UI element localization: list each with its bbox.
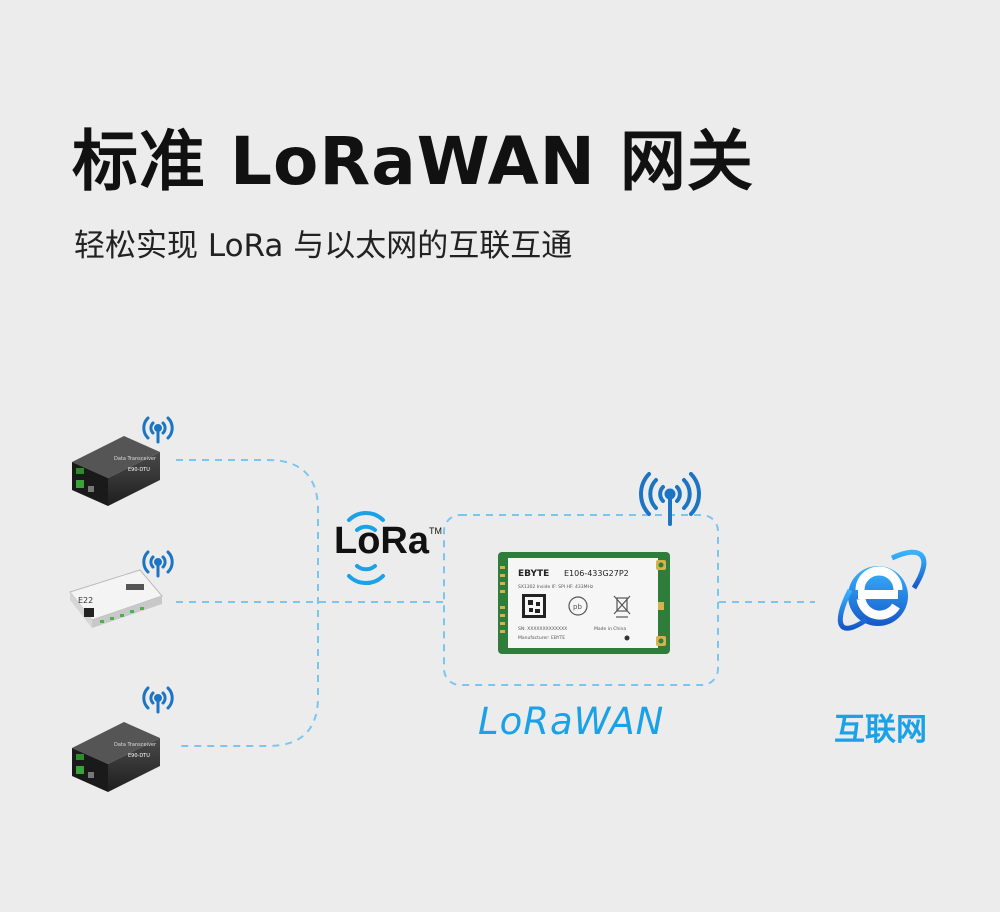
device-module-middle: E22 [69, 569, 163, 628]
module-model: E106-433G27P2 [564, 569, 629, 578]
page-subtitle: 轻松实现 LoRa 与以太网的互联互通 [74, 228, 573, 264]
internet-icon [837, 549, 927, 631]
gateway-antenna-icon [639, 472, 701, 526]
weee-icon [613, 595, 631, 618]
antenna-icon [142, 550, 174, 578]
page-title: 标准 LoRaWAN 网关 [72, 123, 754, 200]
lorawan-label: LoRaWAN [478, 700, 665, 743]
device-dtu-bottom: Data Transceiver E90-DTU [72, 722, 160, 792]
lora-text: LoRa [334, 520, 429, 562]
device-caption: Data Transceiver [114, 742, 157, 748]
trademark-mark: TM [429, 526, 442, 536]
link-device-1 [176, 459, 319, 747]
module-manufacturer: Manufacturer: EBYTE [518, 635, 565, 641]
module-sn: SN: XXXXXXXXXXXXX [518, 626, 567, 632]
antenna-icon [142, 416, 174, 444]
pb-free-mark: pb [573, 603, 582, 611]
module-made-in: Made in China [594, 626, 626, 632]
device-model: E90-DTU [128, 467, 150, 473]
connection-lines [176, 459, 815, 747]
module-brand: EBYTE [518, 569, 549, 579]
antenna-icon [142, 686, 174, 714]
module-spec: SX1302 Inside IF: SPI HF: 433MHz [518, 584, 594, 590]
device-model: E90-DTU [128, 753, 150, 759]
device-model: E22 [78, 596, 93, 605]
gateway-frame [443, 514, 719, 686]
gateway-module: EBYTE E106-433G27P2 SX1302 Inside IF: SP… [498, 552, 670, 654]
device-caption: Data Transceiver [114, 456, 157, 462]
lora-waves-icon [347, 510, 385, 586]
device-dtu-top: Data Transceiver E90-DTU [72, 436, 160, 506]
internet-label: 互联网 [834, 712, 927, 748]
lora-label: LoRaTM [334, 520, 442, 563]
